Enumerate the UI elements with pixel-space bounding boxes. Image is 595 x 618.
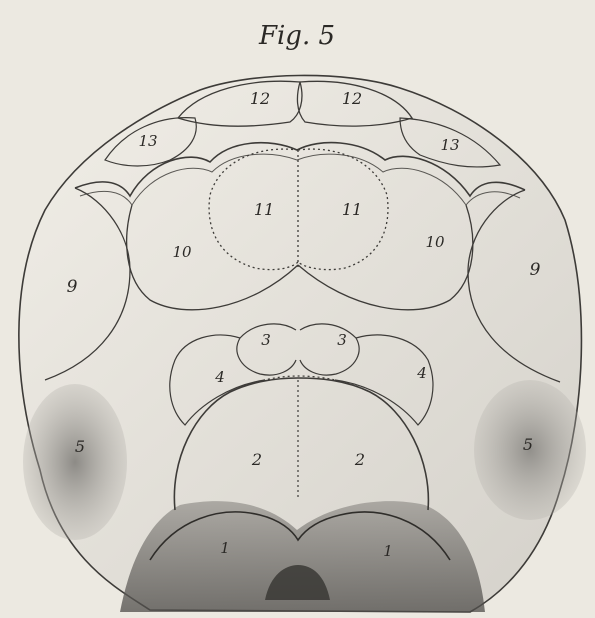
label-11-right: 11 bbox=[342, 200, 362, 219]
label-5-left: 5 bbox=[75, 437, 85, 456]
label-4-right: 4 bbox=[416, 364, 427, 382]
label-11-left: 11 bbox=[254, 200, 274, 219]
label-9-left: 9 bbox=[67, 277, 78, 297]
side-shade-left bbox=[23, 384, 127, 540]
label-1-left: 1 bbox=[220, 539, 230, 557]
label-5-right: 5 bbox=[523, 435, 533, 454]
label-3-left: 3 bbox=[261, 331, 271, 349]
label-2-left: 2 bbox=[251, 450, 262, 469]
label-1-right: 1 bbox=[383, 542, 393, 560]
label-12-right: 12 bbox=[342, 89, 362, 108]
label-3-right: 3 bbox=[337, 331, 347, 349]
label-13-left: 13 bbox=[138, 132, 157, 150]
label-10-right: 10 bbox=[425, 233, 445, 251]
label-2-right: 2 bbox=[354, 450, 365, 469]
label-10-left: 10 bbox=[172, 243, 192, 261]
label-12-left: 12 bbox=[250, 89, 270, 108]
label-4-left: 4 bbox=[214, 368, 225, 386]
label-9-right: 9 bbox=[530, 260, 541, 280]
figure-title: Fig. 5 bbox=[258, 21, 335, 51]
label-13-right: 13 bbox=[440, 136, 459, 154]
